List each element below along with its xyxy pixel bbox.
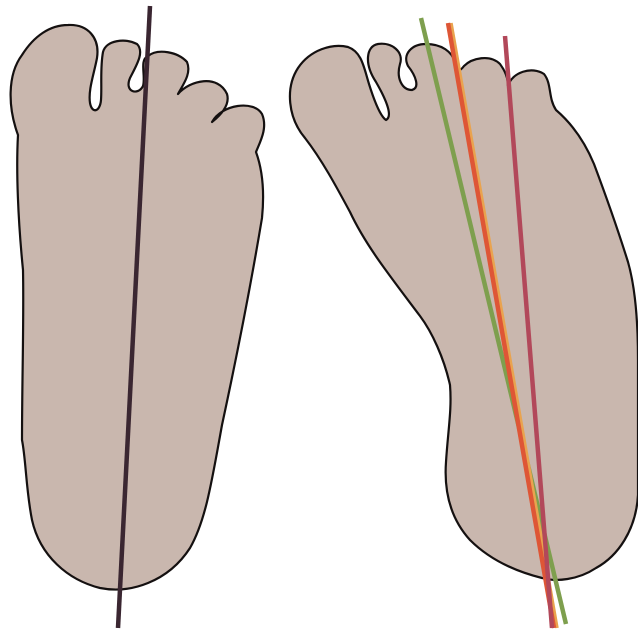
straight-foot — [11, 25, 265, 590]
straight-foot-outline — [11, 25, 265, 590]
